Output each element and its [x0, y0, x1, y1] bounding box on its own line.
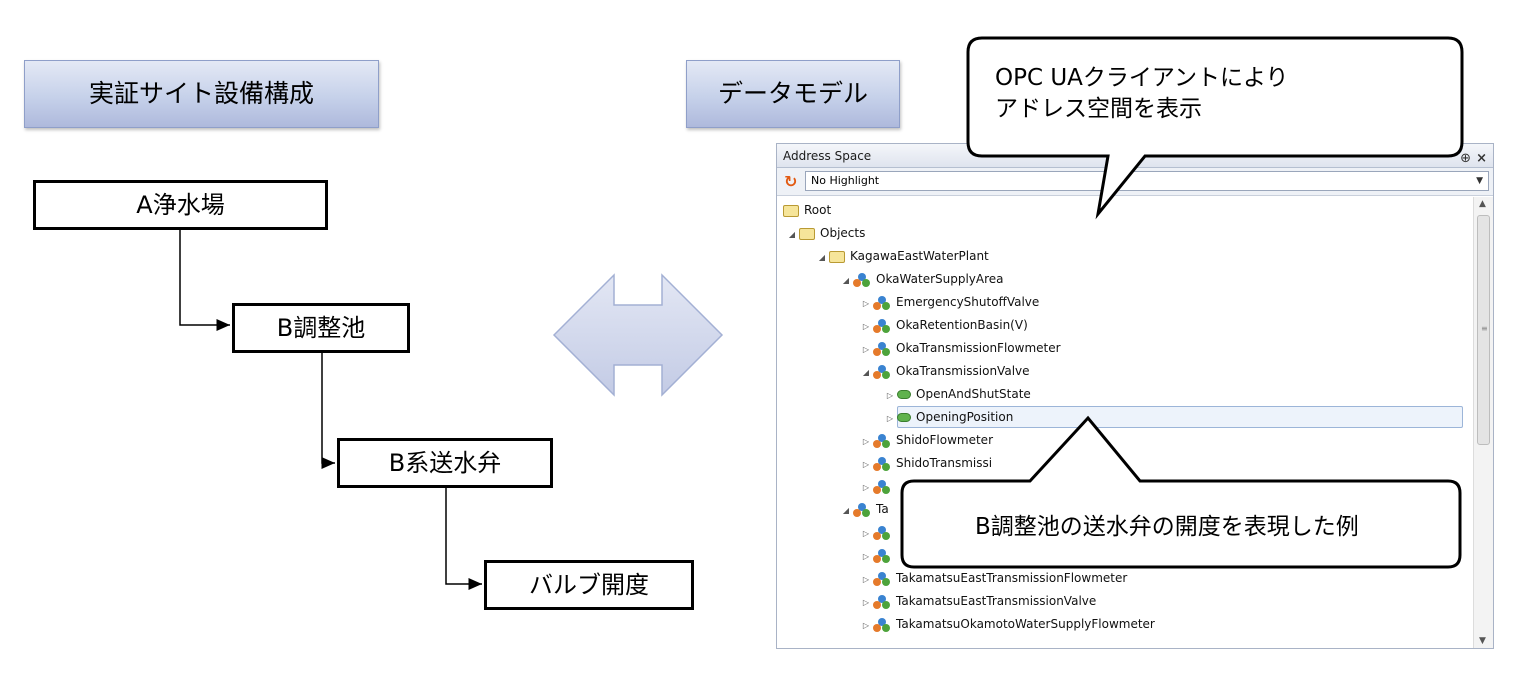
tree-node-takamatsu-east-transmission-flowmeter[interactable]: ▷TakamatsuEastTransmissionFlowmeter — [859, 567, 1127, 589]
callout-top-line1: OPC UAクライアントにより — [995, 65, 1289, 91]
collapse-icon[interactable]: ◢ — [862, 368, 870, 377]
highlight-select-value: No Highlight — [811, 174, 880, 187]
tree-node-hidden[interactable]: ▷ — [859, 521, 896, 543]
data-model-title: データモデル — [686, 60, 900, 128]
folder-icon — [799, 227, 815, 240]
object-icon — [873, 548, 891, 563]
object-icon — [873, 479, 891, 494]
callout-top-text: OPC UAクライアントにより アドレス空間を表示 — [995, 63, 1289, 125]
object-icon — [853, 272, 871, 287]
tree-node-takamatsu-east-transmission-valve[interactable]: ▷TakamatsuEastTransmissionValve — [859, 590, 1096, 612]
panel-title: Address Space — [783, 149, 872, 163]
object-icon — [873, 364, 891, 379]
variable-icon — [897, 413, 911, 422]
grip-icon: ≡ — [1481, 324, 1488, 333]
callout-bottom-text: B調整池の送水弁の開度を表現した例 — [975, 514, 1359, 540]
expand-icon[interactable]: ▷ — [862, 575, 870, 584]
object-icon — [873, 594, 891, 609]
tree-scrollbar[interactable]: ▲ ≡ ▼ — [1473, 197, 1493, 648]
pin-icon[interactable]: ⊕ — [1460, 151, 1471, 166]
callout-top-line2: アドレス空間を表示 — [995, 96, 1202, 122]
water-plant-box: A浄水場 — [33, 180, 328, 230]
collapse-icon[interactable]: ◢ — [818, 253, 826, 262]
callout-top-bubble — [966, 36, 1464, 220]
object-icon — [873, 295, 891, 310]
tree-node-oka-water-supply-area[interactable]: ◢OkaWaterSupplyArea — [839, 268, 1004, 290]
tree-node-takamatsu-okamoto-water-supply-flowmeter[interactable]: ▷TakamatsuOkamotoWaterSupplyFlowmeter — [859, 613, 1155, 635]
tree-node-hidden[interactable]: ▷ — [859, 475, 896, 497]
address-space-tree: Root ◢Objects ◢KagawaEastWaterPlant ◢Oka… — [777, 197, 1467, 648]
expand-icon[interactable]: ▷ — [862, 345, 870, 354]
folder-icon — [783, 204, 799, 217]
tree-node-hidden[interactable]: ▷ — [859, 544, 896, 566]
scroll-up-icon[interactable]: ▲ — [1479, 199, 1486, 209]
tree-node-oka-transmission-flowmeter[interactable]: ▷OkaTransmissionFlowmeter — [859, 337, 1061, 359]
transmission-valve-box: B系送水弁 — [337, 438, 553, 488]
tree-node-open-and-shut-state[interactable]: ▷OpenAndShutState — [883, 383, 1031, 405]
tree-node-shido-transmission[interactable]: ▷ShidoTransmissi — [859, 452, 992, 474]
retention-basin-box: B調整池 — [232, 303, 410, 353]
variable-icon — [897, 390, 911, 399]
object-icon — [873, 341, 891, 356]
scroll-thumb[interactable]: ≡ — [1477, 215, 1490, 445]
expand-icon[interactable]: ▷ — [886, 391, 894, 400]
expand-icon[interactable]: ▷ — [862, 529, 870, 538]
object-icon — [873, 433, 891, 448]
collapse-icon[interactable]: ◢ — [842, 506, 850, 515]
scroll-down-icon[interactable]: ▼ — [1479, 636, 1486, 646]
close-icon[interactable]: × — [1476, 151, 1487, 166]
expand-icon[interactable]: ▷ — [862, 621, 870, 630]
expand-icon[interactable]: ▷ — [862, 460, 870, 469]
tree-node-opening-position[interactable]: ▷OpeningPosition — [883, 406, 1013, 428]
callout-bottom-bubble — [900, 415, 1462, 569]
tree-node-takamatsu-area[interactable]: ◢Ta — [839, 498, 889, 520]
object-icon — [873, 617, 891, 632]
object-icon — [853, 502, 871, 517]
refresh-icon[interactable]: ↻ — [784, 172, 798, 191]
object-icon — [873, 525, 891, 540]
chevron-down-icon: ▼ — [1476, 176, 1483, 186]
expand-icon[interactable]: ▷ — [886, 414, 894, 423]
expand-icon[interactable]: ▷ — [862, 322, 870, 331]
expand-icon[interactable]: ▷ — [862, 483, 870, 492]
expand-icon[interactable]: ▷ — [862, 299, 870, 308]
object-icon — [873, 456, 891, 471]
object-icon — [873, 571, 891, 586]
panel-toolbar: ↻ No Highlight ▼ — [777, 168, 1493, 196]
tree-node-emergency-shutoff-valve[interactable]: ▷EmergencyShutoffValve — [859, 291, 1039, 313]
expand-icon[interactable]: ▷ — [862, 598, 870, 607]
valve-opening-box: バルブ開度 — [484, 560, 694, 610]
tree-node-oka-transmission-valve[interactable]: ◢OkaTransmissionValve — [859, 360, 1030, 382]
tree-node-shido-flowmeter[interactable]: ▷ShidoFlowmeter — [859, 429, 993, 451]
highlight-select[interactable]: No Highlight ▼ — [805, 171, 1489, 191]
tree-node-objects[interactable]: ◢Objects — [785, 222, 865, 244]
tree-node-root[interactable]: Root — [783, 199, 831, 221]
collapse-icon[interactable]: ◢ — [788, 230, 796, 239]
tree-node-kagawa-east-water-plant[interactable]: ◢KagawaEastWaterPlant — [815, 245, 989, 267]
expand-icon[interactable]: ▷ — [862, 552, 870, 561]
folder-icon — [829, 250, 845, 263]
expand-icon[interactable]: ▷ — [862, 437, 870, 446]
collapse-icon[interactable]: ◢ — [842, 276, 850, 285]
equipment-structure-title: 実証サイト設備構成 — [24, 60, 379, 128]
double-arrow-icon — [552, 273, 724, 397]
object-icon — [873, 318, 891, 333]
tree-node-oka-retention-basin[interactable]: ▷OkaRetentionBasin(V) — [859, 314, 1028, 336]
